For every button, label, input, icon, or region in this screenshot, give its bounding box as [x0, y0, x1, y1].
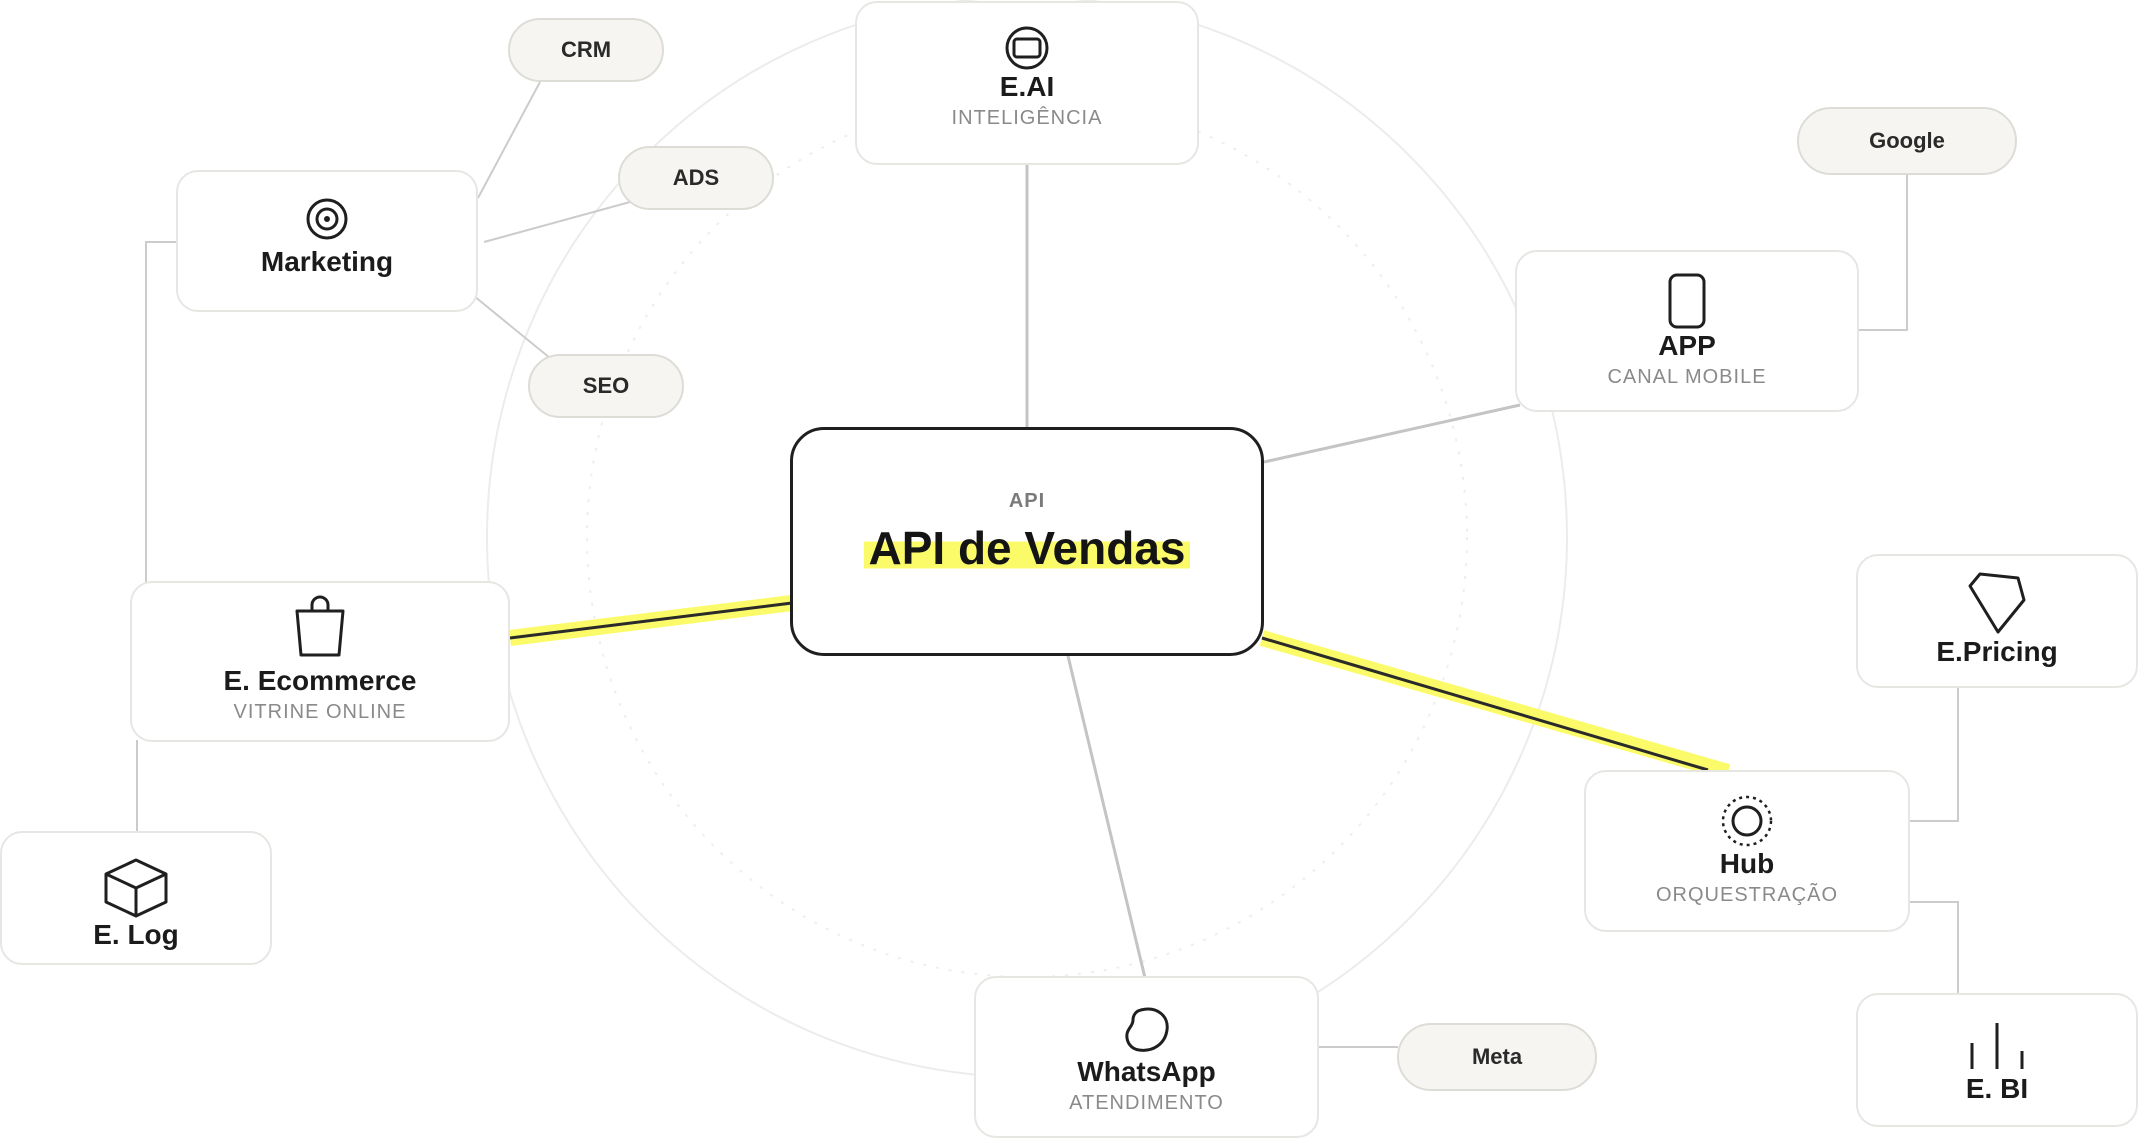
whatsapp-node[interactable]: WhatsApp ATENDIMENTO	[974, 976, 1319, 1138]
eai-title: E.AI	[999, 71, 1055, 102]
meta-pill[interactable]: Meta	[1397, 1023, 1597, 1091]
chat-icon	[1124, 1007, 1169, 1052]
link-center-app	[1263, 403, 1521, 464]
bars-icon	[1970, 1023, 2024, 1069]
app-subtitle: CANAL MOBILE	[1607, 366, 1767, 388]
link-marketing-crm	[477, 81, 541, 199]
link-marketing-ads	[483, 201, 631, 243]
api-de-vendas-node[interactable]: API API de Vendas	[790, 427, 1264, 656]
marketing-node[interactable]: Marketing	[176, 170, 478, 312]
hub-subtitle: ORQUESTRAÇÃO	[1655, 884, 1839, 906]
hub-node[interactable]: Hub ORQUESTRAÇÃO	[1584, 770, 1910, 932]
elog-title: E. Log	[93, 919, 179, 950]
seo-pill[interactable]: SEO	[528, 354, 684, 418]
center-tag: API	[1008, 490, 1046, 512]
link-marketing-ecommerce	[145, 241, 178, 583]
crm-pill[interactable]: CRM	[508, 18, 664, 82]
center-title: API de Vendas	[864, 521, 1190, 575]
phone-icon	[1668, 273, 1706, 329]
app-node[interactable]: APP CANAL MOBILE	[1515, 250, 1859, 412]
ecommerce-subtitle: VITRINE ONLINE	[233, 701, 407, 723]
elog-node[interactable]: E. Log	[0, 831, 272, 965]
marketing-title: Marketing	[260, 246, 394, 277]
epricing-title: E.Pricing	[1936, 636, 2058, 667]
link-marketing-seo	[473, 295, 551, 359]
whatsapp-title: WhatsApp	[1077, 1056, 1216, 1087]
ads-pill[interactable]: ADS	[618, 146, 774, 210]
hub-title: Hub	[1719, 848, 1775, 879]
orbit-icon	[1721, 795, 1773, 847]
link-center-whatsapp	[1066, 655, 1147, 979]
link-center-hub	[1261, 636, 1709, 772]
link-center-ecommerce	[509, 601, 793, 640]
epricing-node[interactable]: E.Pricing	[1856, 554, 2138, 688]
app-title: APP	[1658, 330, 1716, 361]
ebi-title: E. BI	[1965, 1073, 2029, 1104]
ecommerce-node[interactable]: E. Ecommerce VITRINE ONLINE	[130, 581, 510, 742]
whatsapp-subtitle: ATENDIMENTO	[1069, 1092, 1224, 1114]
box-icon	[104, 858, 168, 918]
eai-subtitle: INTELIGÊNCIA	[951, 107, 1103, 129]
bag-icon	[295, 595, 345, 657]
tag-icon	[1968, 572, 2026, 634]
google-pill[interactable]: Google	[1797, 107, 2017, 175]
link-app-google	[1858, 174, 1908, 331]
eai-node[interactable]: E.AI INTELIGÊNCIA	[855, 1, 1199, 165]
link-hub-epricing	[1908, 688, 1959, 822]
target-icon	[306, 198, 348, 240]
screen-icon	[1005, 26, 1049, 70]
link-hub-ebi	[1908, 901, 1959, 996]
ecommerce-title: E. Ecommerce	[223, 665, 417, 696]
ebi-node[interactable]: E. BI	[1856, 993, 2138, 1127]
